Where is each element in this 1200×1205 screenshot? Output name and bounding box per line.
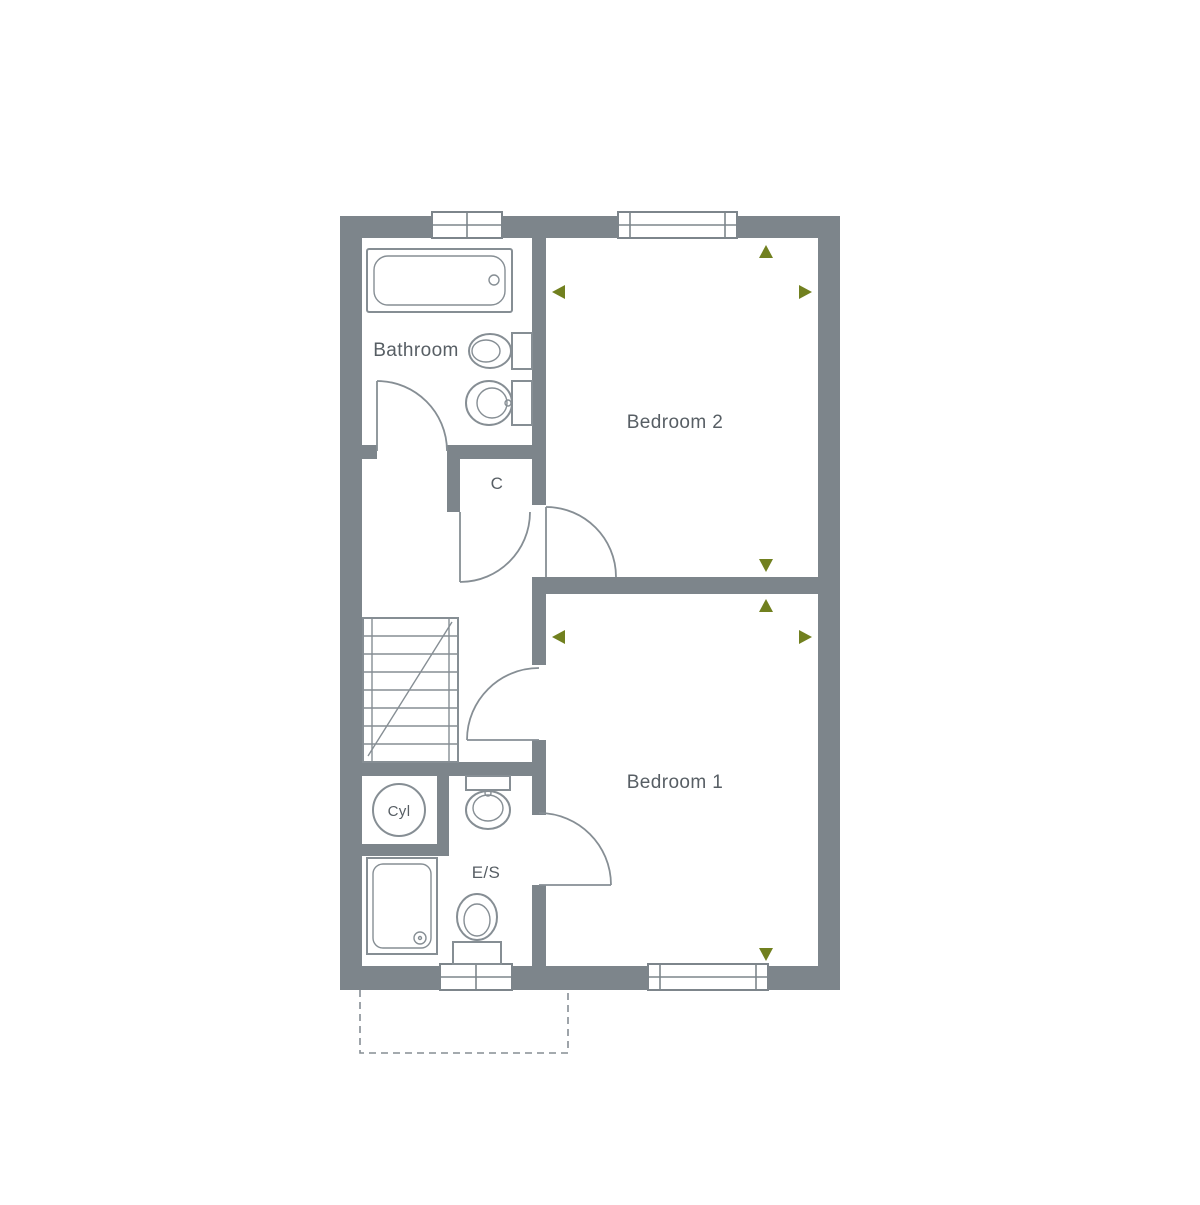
room-label-bedroom2: Bedroom 2	[627, 412, 724, 433]
wall-top-mid	[502, 216, 618, 238]
measure-arrow-icon	[759, 599, 773, 612]
measure-arrow-icon	[759, 559, 773, 572]
stairs-direction-line	[367, 621, 453, 757]
toilet-fixture-ensuite	[452, 893, 502, 965]
bathroom-fixtures	[366, 248, 533, 426]
measure-arrow-icon	[552, 285, 565, 299]
wall-bottom-mid	[512, 966, 648, 990]
room-label-bedroom1: Bedroom 1	[627, 772, 724, 793]
room-label-bathroom: Bathroom	[373, 340, 459, 361]
measure-arrow-icon	[799, 630, 812, 644]
wall-bottom-left	[340, 966, 440, 990]
wall-bottom-right	[768, 966, 840, 990]
partition-wall-upper	[532, 238, 546, 505]
window-bedroom1	[647, 963, 769, 991]
cylinder-cupboard-wall-bottom	[362, 844, 449, 856]
cylinder-cupboard-wall-right	[437, 776, 449, 852]
door-cupboard	[459, 511, 531, 583]
door-bathroom	[376, 380, 448, 452]
measure-arrow-icon	[552, 630, 565, 644]
ensuite-top-wall	[362, 762, 532, 776]
windows	[431, 211, 769, 991]
partition-wall-mid	[532, 594, 546, 665]
canopy-dashed-outline	[359, 990, 569, 1054]
partition-wall-mid2	[532, 740, 546, 815]
wall-right	[818, 216, 840, 990]
exterior-walls	[340, 216, 840, 990]
room-label-cupboard: C	[491, 474, 504, 493]
room-labels: Bathroom Bedroom 2 C Bedroom 1 Cyl E/S	[373, 340, 723, 882]
wall-left	[340, 216, 362, 990]
window-ensuite	[439, 963, 513, 991]
stairs	[362, 617, 459, 763]
interior-walls	[362, 238, 818, 966]
door-ensuite	[538, 812, 612, 886]
measure-arrow-icon	[799, 285, 812, 299]
wall-top-right	[737, 216, 840, 238]
bedroom-divider-wall	[532, 577, 818, 594]
measure-arrows	[552, 245, 812, 961]
room-label-ensuite: E/S	[472, 863, 501, 882]
toilet-fixture-bathroom	[468, 332, 533, 370]
door-bedroom2	[545, 506, 617, 578]
measure-arrow-icon	[759, 245, 773, 258]
bathroom-wall-main	[447, 445, 532, 459]
cupboard-left-wall	[447, 459, 460, 498]
window-bathroom	[431, 211, 503, 239]
ensuite-fixtures	[366, 775, 511, 965]
bath-fixture	[366, 248, 513, 313]
door-bedroom1	[466, 667, 540, 741]
room-label-cylinder: Cyl	[388, 803, 411, 820]
partition-wall-lower	[532, 885, 546, 966]
measure-arrow-icon	[759, 948, 773, 961]
doors	[376, 380, 617, 886]
wall-top-left	[340, 216, 432, 238]
window-bedroom2	[617, 211, 738, 239]
basin-fixture-ensuite	[465, 775, 511, 830]
cylinder-fixture	[372, 783, 426, 837]
basin-fixture-bathroom	[465, 380, 533, 426]
cupboard-bottom-stub	[447, 498, 460, 512]
shower-fixture	[366, 857, 438, 955]
bathroom-wall-stub	[362, 445, 377, 459]
